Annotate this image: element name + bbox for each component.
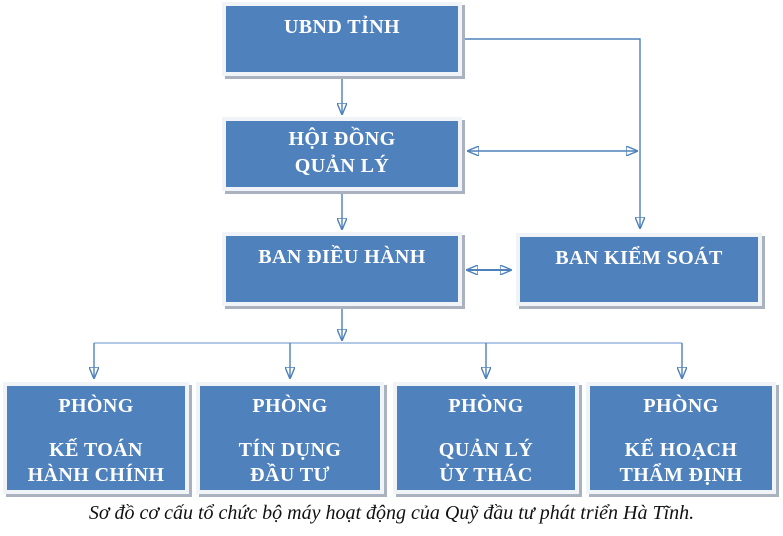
node-sublabel: KẾ TOÁN HÀNH CHÍNH — [27, 439, 165, 486]
node-sublabel: KẾ HOẠCH THẨM ĐỊNH — [619, 439, 743, 486]
node-title: PHÒNG — [448, 395, 524, 417]
node-label: UBND TỈNH — [283, 16, 401, 38]
node-phong-ke-toan-hanh-chinh: PHÒNG KẾ TOÁN HÀNH CHÍNH — [3, 382, 189, 494]
node-hoi-dong-quan-ly: HỘI ĐỒNG QUẢN LÝ — [222, 117, 462, 191]
node-phong-tin-dung-dau-tu: PHÒNG TÍN DỤNG ĐẦU TƯ — [196, 382, 384, 494]
node-title: PHÒNG — [252, 395, 328, 417]
node-title: PHÒNG — [58, 395, 134, 417]
node-label: BAN KIỂM SOÁT — [555, 247, 723, 269]
node-sublabel: QUẢN LÝ ỦY THÁC — [438, 439, 534, 486]
node-phong-ke-hoach-tham-dinh: PHÒNG KẾ HOẠCH THẨM ĐỊNH — [586, 382, 776, 494]
connector-ubnd-to-bankiemsoat — [462, 38, 640, 228]
node-ban-kiem-soat: BAN KIỂM SOÁT — [516, 233, 762, 306]
diagram-caption: Sơ đồ cơ cấu tổ chức bộ máy hoạt động củ… — [88, 502, 695, 524]
node-sublabel: TÍN DỤNG ĐẦU TƯ — [238, 439, 342, 486]
node-ban-dieu-hanh: BAN ĐIỀU HÀNH — [222, 232, 462, 306]
node-label: HỘI ĐỒNG QUẢN LÝ — [288, 128, 396, 177]
node-phong-quan-ly-uy-thac: PHÒNG QUẢN LÝ ỦY THÁC — [393, 382, 579, 494]
node-title: PHÒNG — [643, 395, 719, 417]
node-label: BAN ĐIỀU HÀNH — [258, 246, 426, 268]
node-ubnd-tinh: UBND TỈNH — [222, 2, 462, 76]
